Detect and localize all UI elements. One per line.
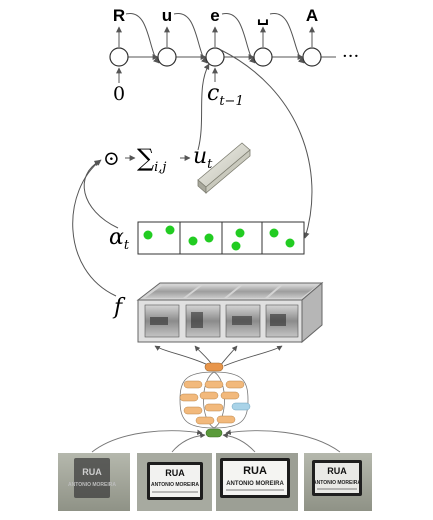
input-images: RUA ANTONIO MOREIRA RUA ANTONIO MOREIRA … — [58, 453, 372, 511]
rnn-decoder: R u e ␣ A ··· 0 ct−1 — [109, 6, 359, 239]
attention-dot — [188, 236, 198, 246]
initial-state-label: 0 — [113, 83, 125, 105]
cnn-input-node — [205, 428, 223, 438]
plate-text-line1: RUA — [327, 466, 347, 476]
input-view-1: RUA ANTONIO MOREIRA — [58, 453, 130, 511]
feature-volume — [136, 281, 324, 367]
input-view-2: RUA ANTONIO MOREIRA — [137, 453, 212, 511]
input-view-3: RUA ANTONIO MOREIRA — [216, 453, 298, 511]
attention-cell — [137, 221, 181, 255]
cnn-layer-node — [204, 380, 224, 389]
attention-dot — [235, 228, 245, 238]
attention-dot — [269, 228, 279, 238]
rnn-feedback-arrow — [269, 13, 305, 64]
alpha-to-odot-arrow — [83, 160, 119, 229]
attention-dot — [231, 241, 241, 251]
attention-dot — [143, 230, 153, 240]
sum-symbol: ∑i,j — [137, 144, 166, 175]
rnn-node — [302, 47, 322, 67]
cnn-pool-node — [231, 402, 251, 411]
plate-text-line2: ANTONIO MOREIRA — [313, 480, 361, 486]
cnn-to-feature-arrow — [154, 345, 211, 367]
attention-dot — [204, 233, 214, 243]
attention-cell — [221, 221, 263, 255]
cnn-layer-node — [220, 391, 240, 400]
output-char-space: ␣ — [257, 6, 269, 25]
input-view-4: RUA ANTONIO MOREIRA — [304, 453, 372, 511]
attention-cell — [179, 221, 223, 255]
output-char-a: A — [306, 6, 318, 25]
cnn-layer-node — [179, 393, 199, 402]
plate-text-line1: RUA — [243, 465, 267, 477]
cnn-block — [91, 362, 341, 453]
output-char-e: e — [210, 6, 219, 25]
state-to-attention-arrow — [220, 49, 313, 239]
cnn-layer-node — [195, 416, 215, 425]
rnn-node — [109, 47, 129, 67]
odot-symbol: ⊙ — [103, 146, 120, 170]
plate-text-line2: ANTONIO MOREIRA — [151, 482, 199, 488]
cnn-to-feature-arrow — [223, 345, 283, 367]
ut-to-rnn-arrow — [197, 63, 210, 151]
u-label: ut — [193, 144, 213, 172]
cnn-layer-node — [183, 380, 203, 389]
rnn-feedback-arrow — [125, 13, 160, 64]
rnn-feedback-arrow — [221, 13, 256, 64]
attention-map — [137, 221, 305, 255]
plate-text-line2: ANTONIO MOREIRA — [226, 481, 284, 487]
alpha-label: αt — [109, 225, 130, 253]
rnn-node — [205, 47, 225, 67]
plate-text-line2: ANTONIO MOREIRA — [68, 482, 116, 488]
feature-tile — [225, 304, 261, 338]
rnn-ellipsis: ··· — [342, 46, 359, 67]
image-to-cnn-arrow — [91, 429, 203, 453]
cnn-layer-node — [204, 403, 224, 412]
f-label: f — [112, 295, 126, 320]
output-char-u: u — [162, 6, 172, 25]
cnn-output-node — [204, 362, 224, 372]
cnn-layer-node — [225, 380, 245, 389]
cnn-to-feature-arrow — [219, 345, 238, 367]
rnn-node — [253, 47, 273, 67]
plate-text-line1: RUA — [165, 468, 185, 478]
plate-text-line1: RUA — [82, 467, 102, 477]
attention-dot — [285, 238, 295, 248]
output-char-r: R — [113, 6, 125, 25]
cnn-layer-node — [216, 415, 236, 424]
context-label: ct−1 — [207, 81, 244, 109]
image-to-cnn-arrow — [225, 429, 341, 453]
rnn-node — [157, 47, 177, 67]
attention-dot — [165, 225, 175, 235]
image-to-cnn-arrow — [222, 432, 256, 453]
rnn-feedback-arrow — [173, 13, 208, 64]
attention-module: ⊙ ∑i,j ut αt — [72, 142, 305, 320]
attention-cell — [261, 221, 305, 255]
cnn-layer-node — [199, 391, 219, 400]
f-to-odot-arrow — [72, 159, 117, 297]
cnn-layer-node — [183, 406, 203, 415]
image-to-cnn-arrow — [171, 432, 206, 453]
ut-vector-bar — [197, 142, 251, 194]
